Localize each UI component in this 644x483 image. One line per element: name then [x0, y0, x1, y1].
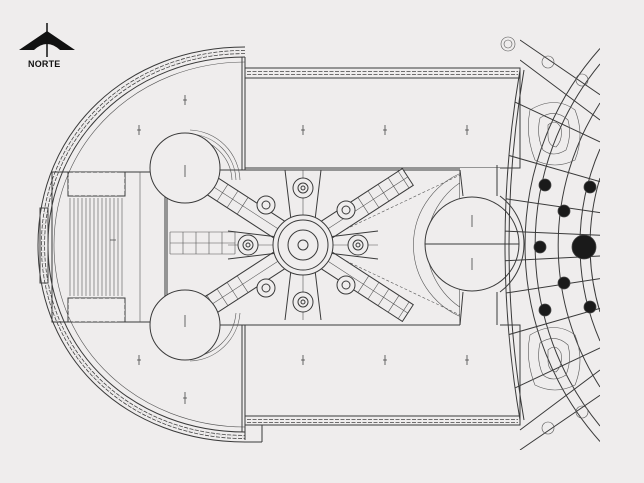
entrance-stairs	[39, 171, 168, 323]
central-plaza	[164, 167, 461, 326]
north-arrow-icon	[19, 23, 75, 57]
left-curved-perimeter	[37, 46, 263, 443]
north-label: NORTE	[28, 59, 61, 69]
fan-garden	[480, 36, 600, 450]
south-hall	[244, 324, 521, 426]
fixture-symbols	[110, 95, 473, 404]
north-hall	[244, 67, 521, 169]
planter-dots	[533, 178, 597, 317]
rotunda	[413, 165, 525, 326]
